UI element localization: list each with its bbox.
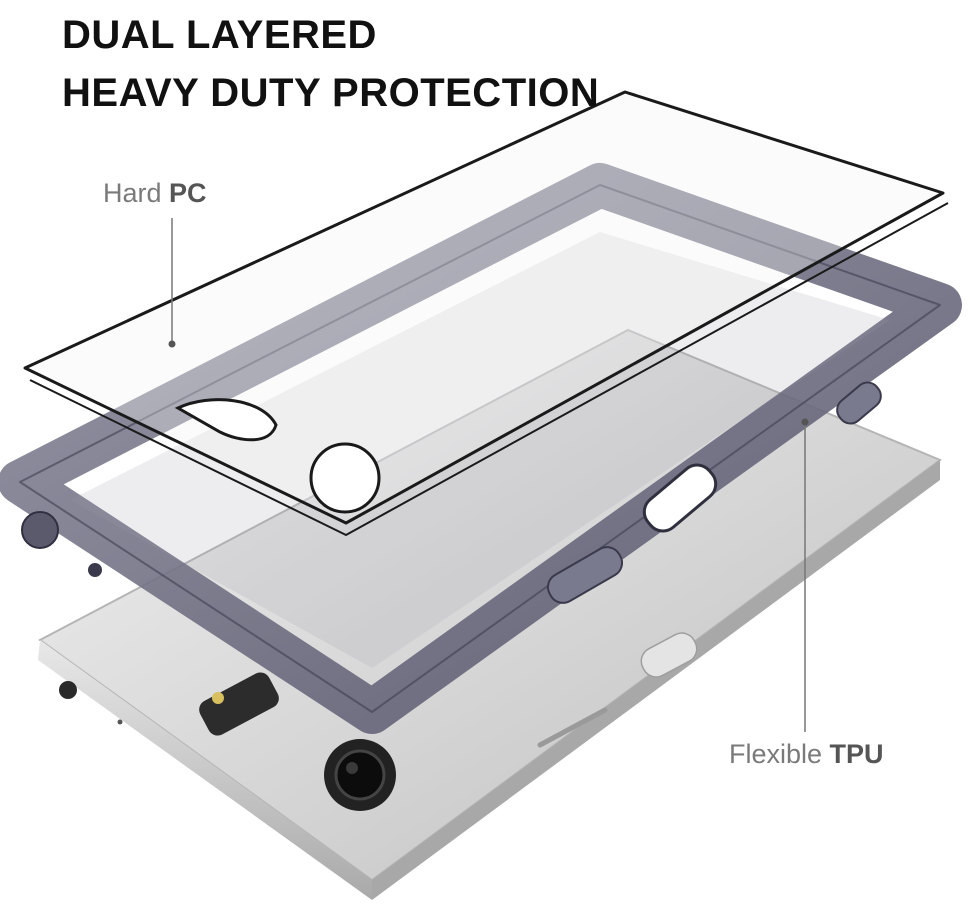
bumper-button-cutout: [642, 463, 718, 533]
camera-module: [199, 672, 396, 811]
headline-line-1: DUAL LAYERED: [62, 13, 377, 57]
headline-line-2: HEAVY DUTY PROTECTION: [62, 71, 600, 115]
flexible-tpu-label-strong: TPU: [829, 739, 884, 769]
flash-cutout: [174, 398, 278, 442]
volume-rocker: [537, 707, 608, 748]
headphone-jack: [59, 681, 77, 699]
tpu-leader-dot: [801, 418, 809, 426]
hard-pc-callout: Hard PC: [103, 178, 207, 209]
flexible-tpu-callout: Flexible TPU: [729, 739, 884, 770]
hard-pc-label-strong: PC: [169, 178, 207, 208]
flexible-tpu-label-light: Flexible: [729, 739, 830, 769]
pc-leader-dot: [168, 340, 176, 348]
power-button: [640, 632, 698, 678]
headline: DUAL LAYERED HEAVY DUTY PROTECTION: [62, 6, 599, 122]
pc-back-plate: [23, 90, 949, 536]
camera-cutout: [309, 442, 381, 514]
hard-pc-label-light: Hard: [103, 178, 170, 208]
